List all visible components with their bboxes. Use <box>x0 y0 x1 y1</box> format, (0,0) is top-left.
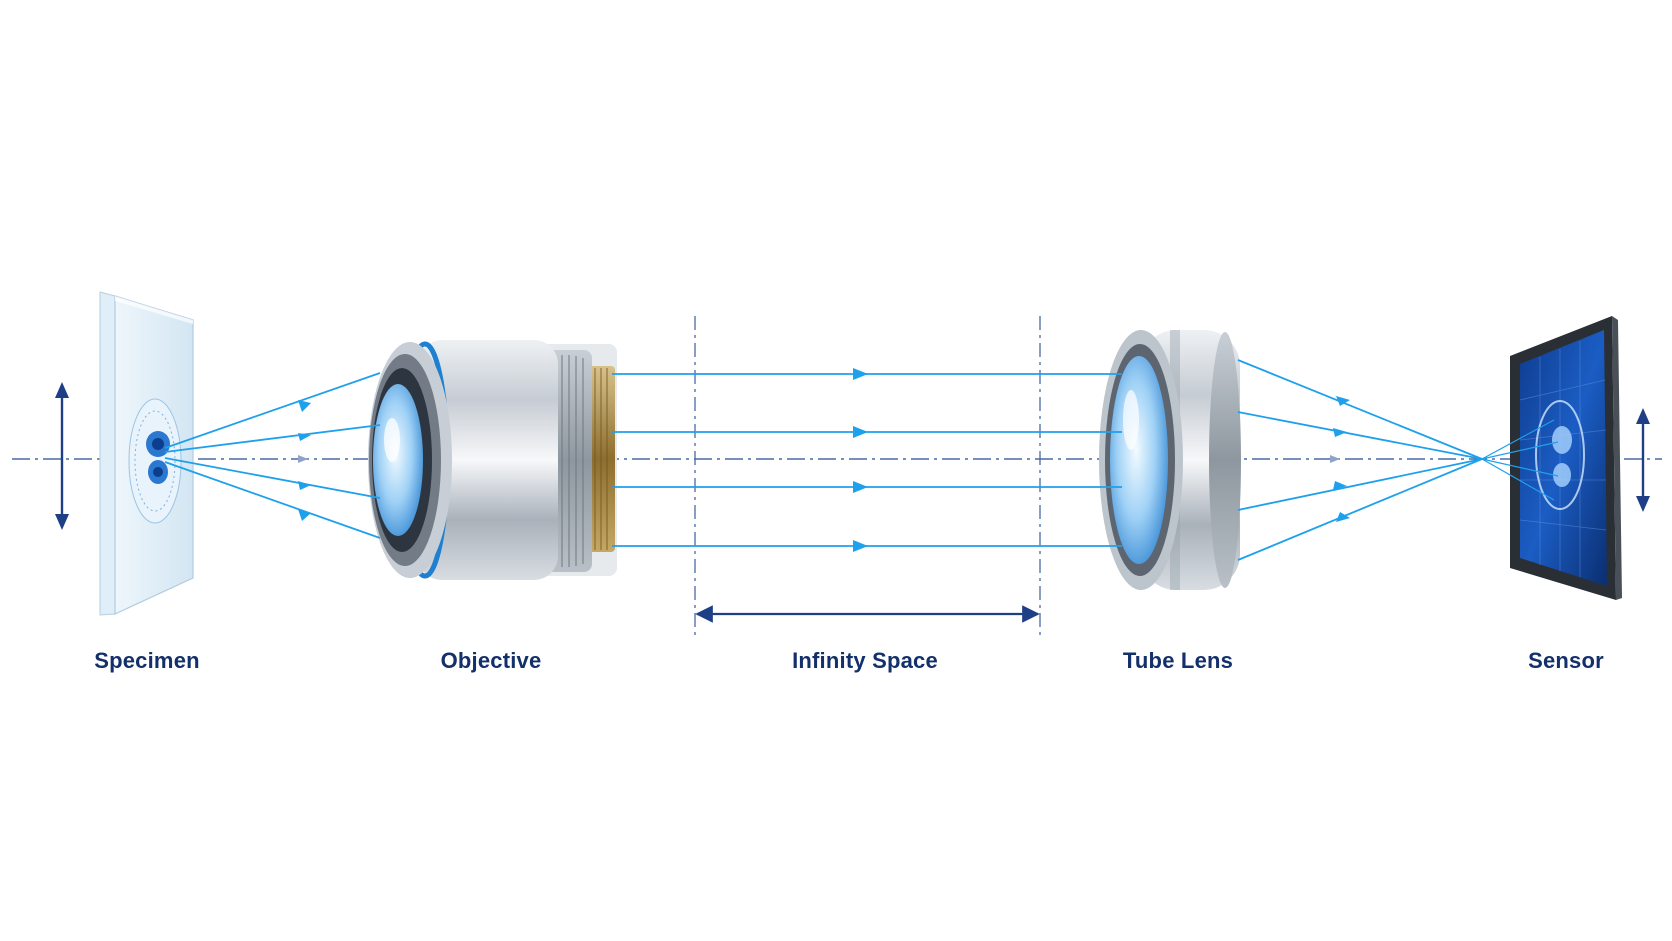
ray-divergent-3 <box>164 457 381 499</box>
specimen-label: Specimen <box>94 648 200 673</box>
ray-divergent-2 <box>164 424 381 453</box>
specimen-focus-arrow <box>55 382 69 530</box>
ray-divergent-4 <box>164 461 381 539</box>
objective-label: Objective <box>440 648 542 673</box>
glass-slide-icon <box>99 291 194 616</box>
ray-arrowheads <box>298 368 1350 552</box>
ray-convergent-3 <box>1237 458 1483 511</box>
tube-lens-icon <box>1099 330 1241 590</box>
ray-convergent-1 <box>1237 359 1483 460</box>
axis-arrowheads <box>298 455 1340 463</box>
sensor-label: Sensor <box>1528 648 1604 673</box>
infinity-space-label: Infinity Space <box>792 648 938 673</box>
camera-sensor-icon <box>1510 316 1622 600</box>
ray-convergent-4 <box>1237 458 1483 561</box>
microscope-objective-icon <box>368 340 617 580</box>
ray-divergent-1 <box>164 372 381 449</box>
sensor-focus-arrow <box>1636 408 1650 512</box>
ray-convergent-2 <box>1237 411 1483 460</box>
tube-lens-label: Tube Lens <box>1122 648 1234 673</box>
